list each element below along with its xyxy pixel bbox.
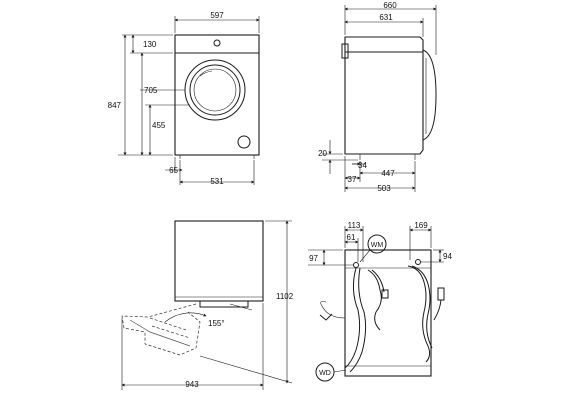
back-outlet <box>415 259 421 265</box>
door-angle-arc <box>164 312 207 323</box>
front-filter-cap <box>237 135 251 149</box>
dim-531-label: 531 <box>210 177 224 186</box>
drain-hose-left <box>344 267 361 369</box>
side-door-bulge <box>422 49 437 141</box>
wm-circle <box>367 234 387 254</box>
front-door-inner <box>189 64 241 116</box>
dim-455-label: 455 <box>152 121 166 130</box>
open-door-inner-2 <box>151 325 191 339</box>
wd-leader <box>333 369 347 373</box>
water-hose-right <box>407 265 431 363</box>
dim-943-label: 943 <box>185 380 199 389</box>
dim-503-label: 503 <box>377 184 391 193</box>
side-rear-tube <box>341 43 349 59</box>
side-view: 660 631 20 34 37 447 503 <box>318 1 437 193</box>
power-cable <box>320 301 346 319</box>
dim-660-label: 660 <box>383 1 397 10</box>
front-door-reflection <box>199 70 213 77</box>
front-knob <box>213 39 221 47</box>
hose-connector-tail <box>433 299 442 321</box>
hose-connector <box>437 287 445 301</box>
top-door-hinge-block <box>199 300 249 308</box>
power-plug <box>319 313 333 321</box>
dim-97-label: 97 <box>309 254 318 263</box>
dim-94-label: 94 <box>443 252 452 261</box>
side-body <box>344 36 424 155</box>
front-door-glass <box>193 68 237 112</box>
dim-169-label: 169 <box>414 221 428 230</box>
open-door-inner-1 <box>149 317 187 331</box>
water-hose-right-outer <box>411 265 433 349</box>
wm-leader <box>359 249 371 263</box>
dim-20-label: 20 <box>318 149 327 158</box>
dim-130-label: 130 <box>143 40 157 49</box>
top-body <box>174 220 264 302</box>
top-view: 155° 1102 943 <box>121 220 294 390</box>
open-door-edge <box>129 319 191 347</box>
dim-447-label: 447 <box>381 169 395 178</box>
top-hinge-detail <box>229 303 253 311</box>
back-inlet-valve <box>353 262 359 268</box>
dim-113-label: 113 <box>348 221 361 230</box>
front-view: 597 847 130 705 455 65 531 <box>108 11 260 186</box>
wd-label: WD <box>319 370 331 377</box>
dim-631-label: 631 <box>379 13 393 22</box>
drain-hose-left-outer <box>349 267 367 373</box>
door-angle-label: 155° <box>208 319 225 328</box>
back-view: WM WD 113 61 169 94 97 <box>308 221 452 382</box>
dim-597-label: 597 <box>210 11 224 20</box>
hose-clip <box>381 289 389 299</box>
open-door-outline <box>121 303 201 356</box>
dim-65-label: 65 <box>169 166 178 175</box>
dim-61-label: 61 <box>347 233 356 242</box>
ext-1102-bottom <box>199 355 293 384</box>
dim-34-label: 34 <box>358 161 367 170</box>
dim-847-label: 847 <box>108 101 122 110</box>
dim-37-label: 37 <box>348 175 357 184</box>
dim-705-label: 705 <box>144 86 158 95</box>
wm-label: WM <box>371 242 384 249</box>
inlet-hose-mid <box>367 269 382 331</box>
dim-1102-label: 1102 <box>276 292 294 301</box>
